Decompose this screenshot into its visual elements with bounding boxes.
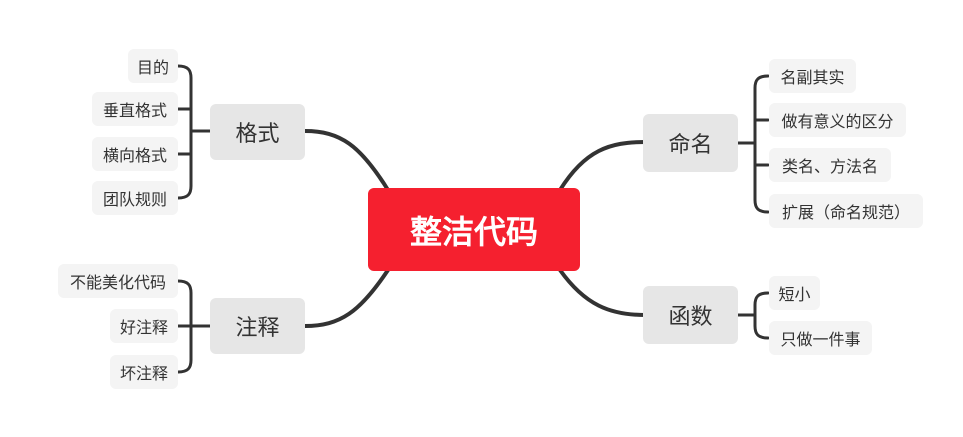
subtopic-comments-1[interactable]: 不能美化代码	[58, 264, 178, 298]
subtopic-format-4[interactable]: 团队规则	[92, 181, 178, 215]
topic-functions[interactable]: 函数	[643, 286, 738, 344]
subtopic-functions-2[interactable]: 只做一件事	[769, 321, 872, 355]
subtopic-comments-2[interactable]: 好注释	[110, 309, 178, 343]
connector-central-functions	[558, 268, 647, 317]
bracket-format	[176, 64, 212, 200]
bracket-comments	[176, 279, 212, 374]
connector-central-format	[303, 129, 390, 192]
subtopic-format-3[interactable]: 横向格式	[92, 137, 178, 171]
subtopic-format-1[interactable]: 目的	[128, 49, 178, 83]
subtopic-comments-3[interactable]: 坏注释	[110, 355, 178, 389]
central-topic[interactable]: 整洁代码	[368, 188, 580, 271]
topic-naming[interactable]: 命名	[643, 114, 738, 172]
subtopic-naming-1[interactable]: 名副其实	[769, 59, 856, 93]
subtopic-naming-2[interactable]: 做有意义的区分	[769, 103, 906, 137]
subtopic-naming-3[interactable]: 类名、方法名	[769, 148, 891, 182]
bracket-functions	[735, 291, 770, 340]
connector-central-comments	[303, 268, 390, 328]
subtopic-format-2[interactable]: 垂直格式	[92, 92, 178, 126]
connector-central-naming	[558, 140, 647, 192]
topic-comments[interactable]: 注释	[210, 298, 305, 354]
subtopic-naming-4[interactable]: 扩展（命名规范）	[769, 194, 923, 228]
subtopic-functions-1[interactable]: 短小	[769, 276, 820, 310]
bracket-naming	[735, 74, 770, 214]
topic-format[interactable]: 格式	[210, 104, 305, 160]
